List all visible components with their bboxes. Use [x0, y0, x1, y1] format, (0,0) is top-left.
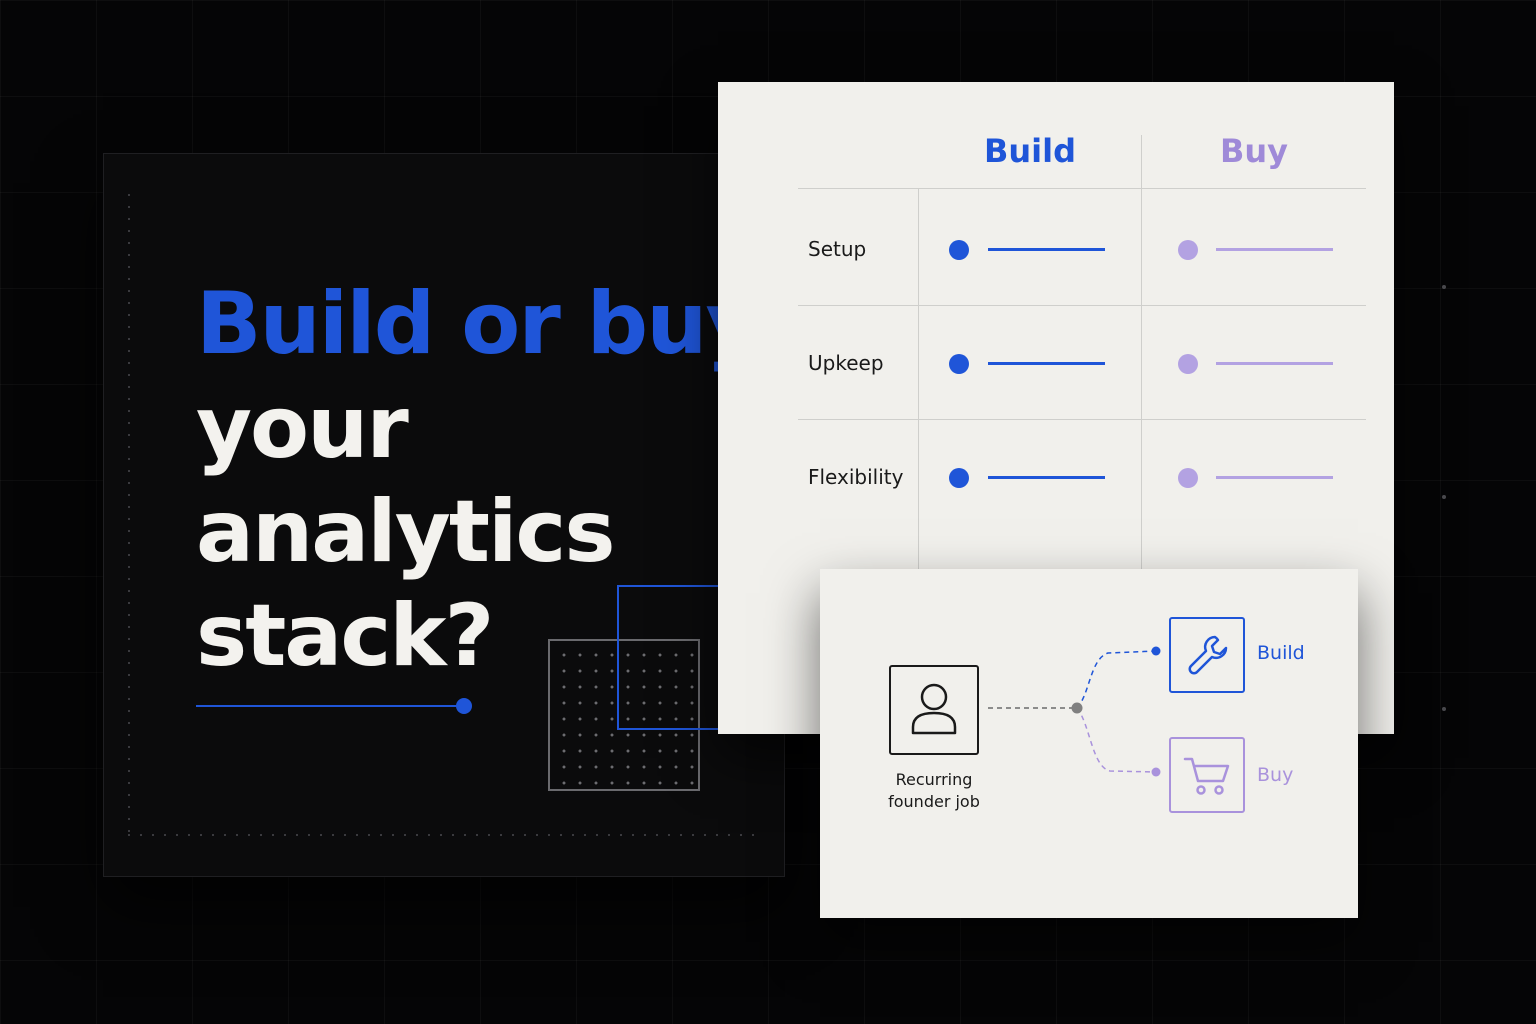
- option-label-buy: Buy: [1257, 764, 1294, 786]
- headline-accent: Build or buy: [196, 274, 762, 374]
- build-rating-dot: [949, 240, 969, 260]
- option-label-build: Build: [1257, 642, 1305, 664]
- row-label-setup: Setup: [808, 237, 867, 261]
- buy-rating-line: [1216, 248, 1333, 251]
- cart-icon: [1169, 737, 1245, 813]
- cover-accent-dot: [456, 698, 472, 714]
- build-rating-dot: [949, 468, 969, 488]
- buy-rating-line: [1216, 476, 1333, 479]
- grid-divider: [798, 419, 1366, 420]
- cover-card: Build or buy your analytics stack?: [103, 153, 785, 877]
- build-rating-dot: [949, 354, 969, 374]
- build-rating-line: [988, 248, 1105, 251]
- grid-divider: [798, 305, 1366, 306]
- background-speck: [1442, 285, 1446, 289]
- decision-connectors: [988, 646, 1161, 777]
- headline-line-3: analytics: [196, 482, 616, 582]
- background-speck: [1442, 707, 1446, 711]
- build-rating-line: [988, 476, 1105, 479]
- background-speck: [1442, 495, 1446, 499]
- grid-divider: [798, 188, 1366, 189]
- build-rating-line: [988, 362, 1105, 365]
- cover-tick-ruler-horizontal: [128, 834, 758, 836]
- column-header-buy: Buy: [1219, 132, 1289, 170]
- wrench-icon: [1169, 617, 1245, 693]
- cover-tick-ruler-vertical: [128, 194, 130, 834]
- decision-card: Recurring founder job Build Buy: [820, 569, 1358, 918]
- source-label-line-2: founder job: [888, 792, 980, 811]
- grid-divider: [918, 189, 919, 634]
- person-icon: [889, 665, 979, 755]
- buy-rating-dot: [1178, 240, 1198, 260]
- row-label-flexibility: Flexibility: [808, 465, 904, 489]
- source-label-line-1: Recurring: [895, 770, 973, 789]
- dotted-grid-square: [548, 639, 700, 791]
- buy-rating-dot: [1178, 468, 1198, 488]
- cover-headline: Build or buy your analytics stack?: [196, 272, 762, 688]
- row-label-upkeep: Upkeep: [808, 351, 884, 375]
- cover-accent-rule: [196, 705, 458, 707]
- grid-divider: [1141, 135, 1142, 634]
- source-node-label: Recurring founder job: [860, 769, 1008, 813]
- headline-line-2: your: [196, 378, 409, 478]
- headline-line-4: stack?: [196, 586, 494, 686]
- column-header-build: Build: [983, 132, 1076, 170]
- buy-rating-line: [1216, 362, 1333, 365]
- buy-rating-dot: [1178, 354, 1198, 374]
